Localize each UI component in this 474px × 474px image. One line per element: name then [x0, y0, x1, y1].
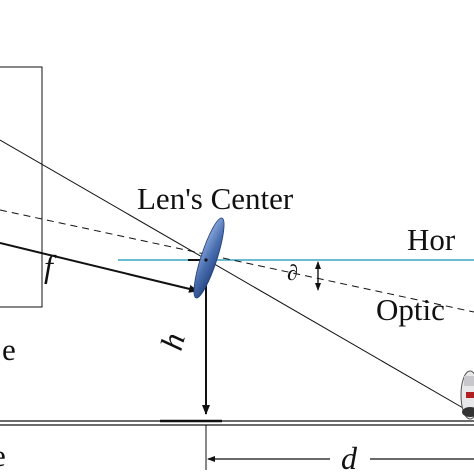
lens-center-label: Len's Center	[137, 181, 294, 216]
focal-length-label: f	[44, 248, 57, 284]
focal-length-arrow	[0, 242, 199, 293]
height-label: h	[153, 329, 192, 354]
lens-center-point	[204, 258, 208, 262]
distance-label: d	[341, 440, 358, 474]
projection-ray	[0, 139, 471, 413]
optic-label: Optic	[376, 292, 445, 327]
angle-label: ∂	[287, 260, 298, 285]
ground-label: e	[0, 438, 6, 473]
car-icon	[460, 370, 474, 420]
image-plane-label: e	[2, 332, 16, 367]
horizon-label: Hor	[407, 222, 456, 257]
optic-axis-line	[0, 209, 474, 313]
image-plane-box	[0, 66, 43, 308]
lens-shape	[193, 217, 225, 299]
